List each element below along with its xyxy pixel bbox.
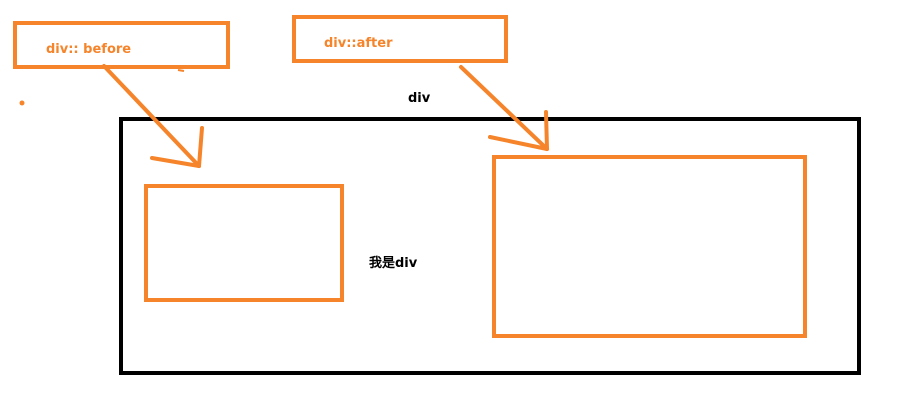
after-pseudo-box [492, 155, 807, 338]
before-label-box: div:: before [13, 21, 230, 69]
after-label-box: div::after [292, 15, 508, 63]
before-label-text: div:: before [46, 42, 132, 57]
after-label-text: div::after [324, 36, 393, 51]
stray-tick [177, 69, 185, 72]
div-label: div [408, 91, 431, 106]
stray-dot [19, 100, 25, 106]
div-content-text: 我是div [369, 256, 418, 271]
before-pseudo-box [144, 184, 344, 302]
